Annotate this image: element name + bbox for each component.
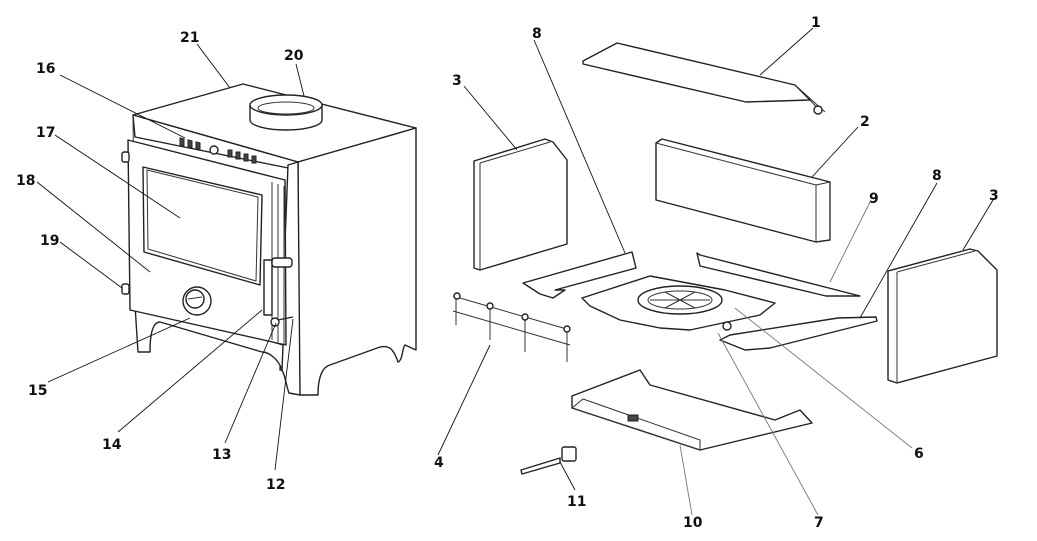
callout-17: 17	[36, 125, 55, 141]
callout-7: 7	[814, 515, 824, 531]
leader-11	[559, 461, 576, 491]
side-firebrick-left	[473, 138, 568, 271]
airwash-slider-knob	[209, 145, 219, 155]
callout-9: 9	[869, 191, 879, 207]
riddling-tool	[520, 446, 577, 475]
rear-firebrick	[655, 138, 831, 243]
leader-7	[717, 332, 819, 516]
callout-15: 15	[28, 383, 47, 399]
brick-retainer-left	[522, 251, 637, 299]
right-side-panel	[297, 127, 417, 396]
door-hinge-pin	[277, 316, 294, 321]
callout-16: 16	[36, 61, 55, 77]
log-guard	[452, 292, 571, 362]
leader-19	[59, 241, 123, 289]
callout-13: 13	[212, 447, 231, 463]
leader-6	[734, 307, 913, 449]
leader-lines	[36, 27, 994, 516]
stove-body	[121, 83, 417, 396]
leader-21	[196, 43, 231, 89]
leader-9	[829, 199, 872, 283]
callout-10: 10	[683, 515, 703, 531]
baffle-plate	[582, 42, 826, 115]
leader-12	[274, 318, 294, 471]
callout-labels: 1 2 3 3 4 6 7 8 8 9 10 11 12 13 14 15 16…	[16, 15, 999, 531]
door-catch-upper	[121, 151, 130, 163]
door-glass	[142, 166, 263, 286]
grate-plate	[581, 275, 776, 331]
leader-17	[54, 134, 181, 219]
callout-2: 2	[860, 114, 870, 130]
ash-pan	[570, 369, 813, 451]
side-firebrick-right	[887, 248, 998, 384]
door-glass-inner	[146, 169, 259, 282]
leader-10	[679, 444, 693, 516]
leader-14	[117, 309, 263, 433]
air-control-knob	[182, 286, 212, 316]
brick-retainer-right	[719, 316, 878, 351]
callout-1: 1	[811, 15, 821, 31]
leader-4	[437, 344, 491, 456]
leader-3b	[962, 199, 994, 251]
callout-6: 6	[914, 446, 924, 462]
callout-19: 19	[40, 233, 59, 249]
callout-21: 21	[180, 30, 199, 46]
leader-16	[59, 74, 186, 139]
leader-15	[47, 317, 191, 383]
callout-3-left: 3	[452, 73, 462, 89]
callout-18: 18	[16, 173, 35, 189]
callout-8-right: 8	[932, 168, 942, 184]
leader-1	[759, 27, 814, 76]
callout-12: 12	[266, 477, 285, 493]
callout-14: 14	[102, 437, 122, 453]
leader-13	[224, 322, 277, 444]
rear-brick-retainer	[696, 252, 861, 297]
callout-20: 20	[284, 48, 304, 64]
airwash-slots	[179, 137, 257, 164]
callout-11: 11	[567, 494, 586, 510]
leader-8a	[533, 39, 626, 254]
flue-collar	[249, 94, 323, 131]
door-handle	[263, 259, 273, 316]
callout-8-left: 8	[532, 26, 542, 42]
leader-20	[295, 63, 305, 97]
leader-18	[36, 181, 151, 273]
leader-8b	[859, 182, 938, 319]
door-catch-lower	[121, 283, 130, 295]
leader-3a	[463, 85, 518, 151]
callout-3-right: 3	[989, 188, 999, 204]
handle-latch	[271, 257, 293, 268]
leader-2	[811, 126, 859, 178]
callout-4: 4	[434, 455, 444, 471]
